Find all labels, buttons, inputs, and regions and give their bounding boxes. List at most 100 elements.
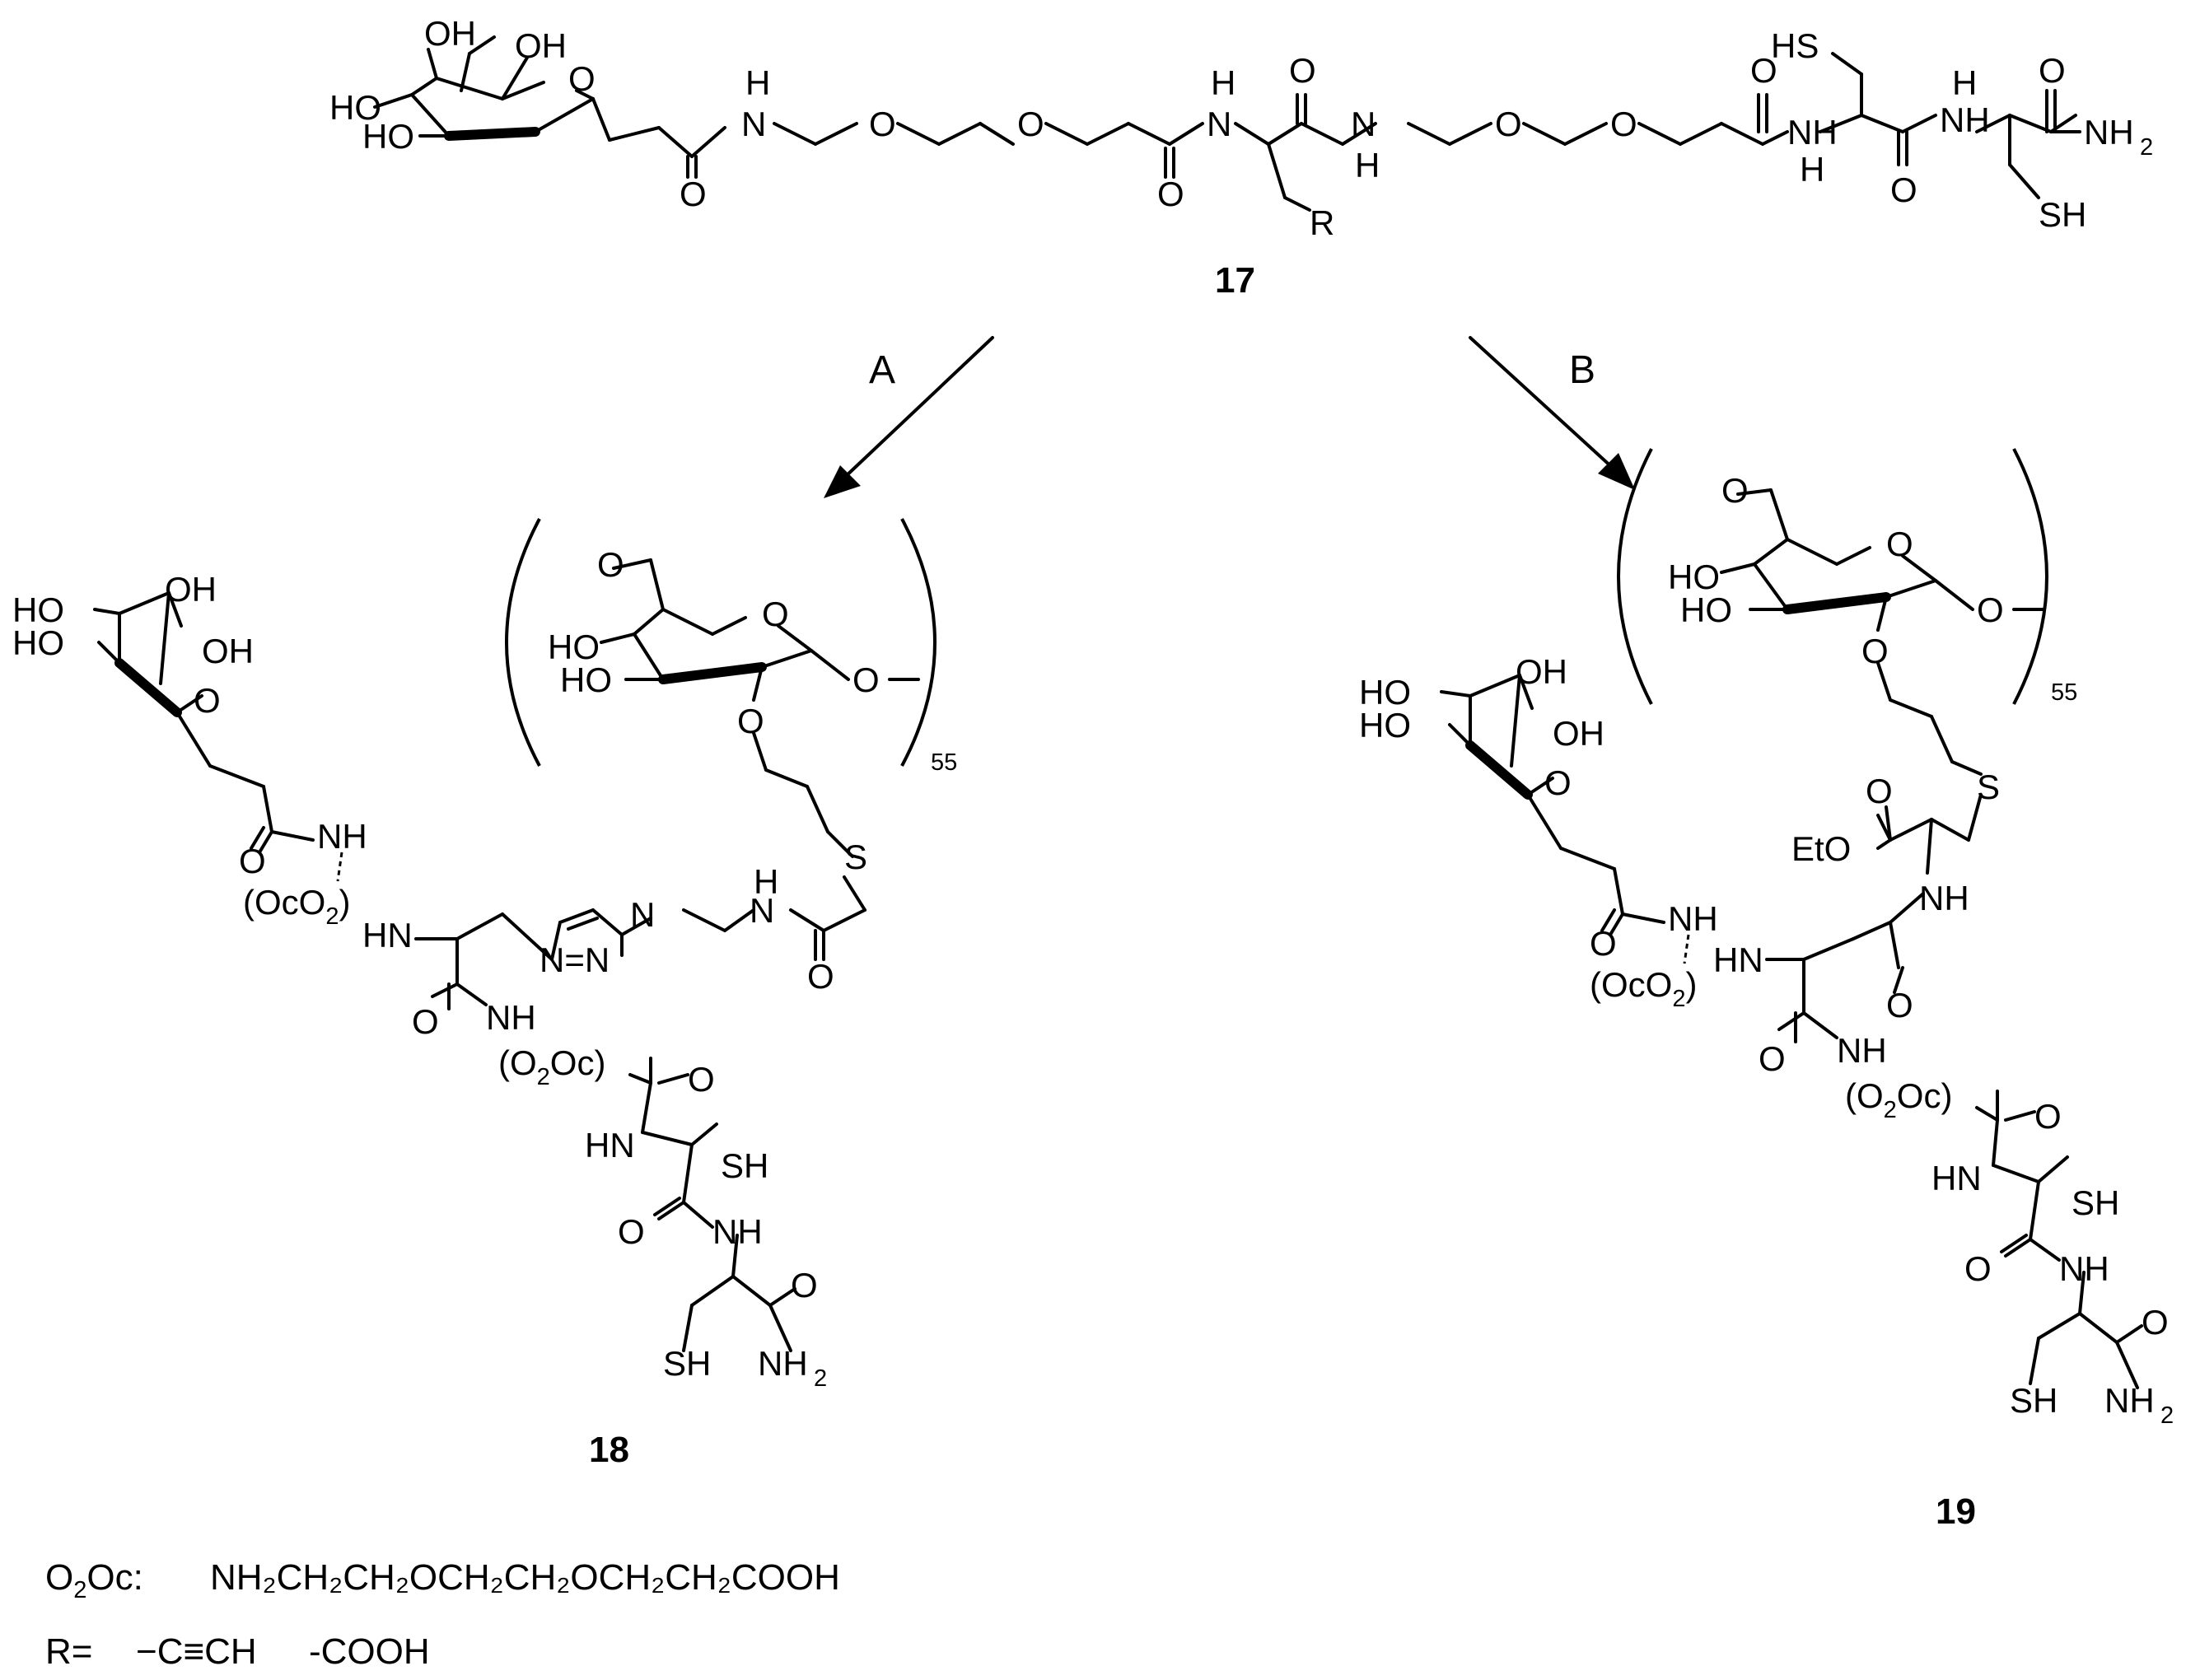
atom-label: EtO bbox=[1791, 829, 1851, 868]
atom-label: HO bbox=[1359, 706, 1411, 744]
atom-label: HO bbox=[548, 628, 600, 666]
atom-label: HN bbox=[585, 1126, 635, 1164]
atom-label: H bbox=[1800, 150, 1824, 189]
compound-17-structure bbox=[373, 35, 2081, 212]
atom-label: O bbox=[737, 702, 764, 740]
legend-o2oc-label: O2Oc: bbox=[45, 1557, 143, 1603]
atom-label: O bbox=[618, 1212, 645, 1251]
atom-label: HO bbox=[1680, 590, 1732, 629]
atom-label: H bbox=[1211, 63, 1235, 102]
compound-19-labels: O O HO HO O O 55 S O EtO NH O HN O NH (O… bbox=[1359, 471, 2174, 1532]
linker-label: (OcO2) bbox=[243, 883, 350, 930]
atom-label: N=N bbox=[539, 940, 610, 979]
atom-label: O bbox=[1890, 170, 1917, 209]
atom-label: NH bbox=[486, 998, 536, 1037]
atom-label: O bbox=[412, 1002, 439, 1041]
atom-label: HN bbox=[1713, 940, 1763, 979]
atom-label: NH bbox=[1787, 113, 1838, 152]
atom-label: NH bbox=[1919, 879, 1969, 917]
atom-label: OH bbox=[1516, 652, 1567, 691]
atom-label: O bbox=[680, 175, 707, 213]
atom-subscript: 2 bbox=[2140, 134, 2153, 161]
atom-label: O bbox=[1866, 772, 1893, 810]
legend-o2oc-formula: NH₂CH₂CH₂OCH₂CH₂OCH₂CH₂COOH bbox=[210, 1557, 840, 1598]
atom-label: SH bbox=[663, 1344, 711, 1383]
atom-label: HN bbox=[362, 916, 413, 954]
compound-19-structure bbox=[1440, 448, 2143, 1389]
atom-label: NH bbox=[317, 817, 367, 856]
atom-label: S bbox=[844, 838, 867, 876]
atom-label: O bbox=[1495, 105, 1522, 143]
compound-18-structure bbox=[93, 518, 937, 1352]
linker-label: (OcO2) bbox=[1590, 965, 1697, 1012]
atom-label: O bbox=[1861, 632, 1889, 670]
atom-label: SH bbox=[721, 1146, 768, 1185]
atom-label: O bbox=[2039, 51, 2066, 90]
atom-label: H bbox=[754, 862, 778, 901]
atom-label: O bbox=[1750, 51, 1777, 90]
atom-label: O bbox=[1157, 175, 1184, 213]
atom-label: OH bbox=[202, 632, 254, 670]
atom-label: O bbox=[1886, 986, 1913, 1024]
compound-label-18: 18 bbox=[589, 1430, 629, 1470]
atom-label: R bbox=[1310, 203, 1334, 242]
atom-subscript: 2 bbox=[2160, 1402, 2174, 1429]
atom-label: OH bbox=[1553, 714, 1604, 753]
legend-r-label: R= bbox=[45, 1631, 92, 1672]
atom-label: HS bbox=[1771, 26, 1819, 65]
atom-label: N bbox=[1351, 105, 1376, 143]
atom-label: O bbox=[1964, 1249, 1992, 1288]
arrow-b: B bbox=[1469, 336, 1635, 490]
atom-label: O bbox=[762, 595, 789, 633]
repeat-subscript: 55 bbox=[2051, 679, 2077, 706]
atom-label: NH bbox=[1668, 899, 1718, 938]
atom-label: O bbox=[1759, 1039, 1786, 1078]
arrow-label-a: A bbox=[869, 348, 895, 392]
atom-label: HO bbox=[12, 590, 64, 629]
atom-label: NH bbox=[1940, 100, 1990, 139]
atom-label: O bbox=[194, 681, 221, 720]
atom-label: HO bbox=[560, 660, 612, 699]
atom-label: O bbox=[1544, 763, 1572, 802]
atom-label: NH bbox=[2104, 1381, 2155, 1420]
atom-label: HO bbox=[362, 117, 414, 156]
atom-label: HO bbox=[1668, 558, 1720, 596]
repeat-subscript: 55 bbox=[931, 749, 957, 776]
atom-label: O bbox=[2142, 1303, 2169, 1342]
arrow-a: A bbox=[824, 336, 994, 498]
legend: O2Oc: NH₂CH₂CH₂OCH₂CH₂OCH₂CH₂COOH R= −C≡… bbox=[45, 1557, 840, 1672]
atom-subscript: 2 bbox=[814, 1365, 827, 1392]
atom-label: O bbox=[1017, 105, 1044, 143]
atom-label: NH bbox=[2059, 1249, 2109, 1288]
compound-label-19: 19 bbox=[1936, 1491, 1976, 1532]
atom-label: O bbox=[2034, 1097, 2062, 1136]
atom-label: O bbox=[1886, 525, 1913, 563]
atom-label: H bbox=[1355, 146, 1380, 184]
atom-label: SH bbox=[2072, 1183, 2119, 1222]
atom-label: OH bbox=[515, 26, 567, 65]
atom-label: O bbox=[791, 1266, 818, 1304]
arrow-label-b: B bbox=[1569, 348, 1595, 392]
atom-label: O bbox=[852, 660, 880, 699]
atom-label: OH bbox=[424, 14, 476, 53]
atom-label: O bbox=[597, 545, 624, 584]
atom-label: N bbox=[750, 891, 774, 930]
atom-label: HN bbox=[1931, 1159, 1982, 1197]
compound-18-labels: O O HO HO O O 55 S O H N N N=N HN O NH (… bbox=[12, 545, 957, 1470]
atom-label: O bbox=[807, 957, 834, 996]
compound-label-17: 17 bbox=[1215, 260, 1255, 301]
atom-label: O bbox=[688, 1060, 715, 1099]
atom-label: H bbox=[745, 63, 770, 102]
atom-label: O bbox=[1610, 105, 1637, 143]
atom-label: N bbox=[741, 105, 766, 143]
atom-label: HO bbox=[329, 88, 381, 127]
legend-r-alkyne: −C≡CH bbox=[136, 1631, 257, 1672]
linker-label: (O2Oc) bbox=[498, 1043, 605, 1090]
atom-label: SH bbox=[2010, 1381, 2058, 1420]
legend-r-acid: -COOH bbox=[309, 1631, 430, 1672]
atom-label: O bbox=[1289, 51, 1316, 90]
atom-label: O bbox=[1721, 471, 1749, 510]
atom-label: H bbox=[1952, 63, 1977, 102]
atom-label: NH bbox=[712, 1212, 763, 1251]
